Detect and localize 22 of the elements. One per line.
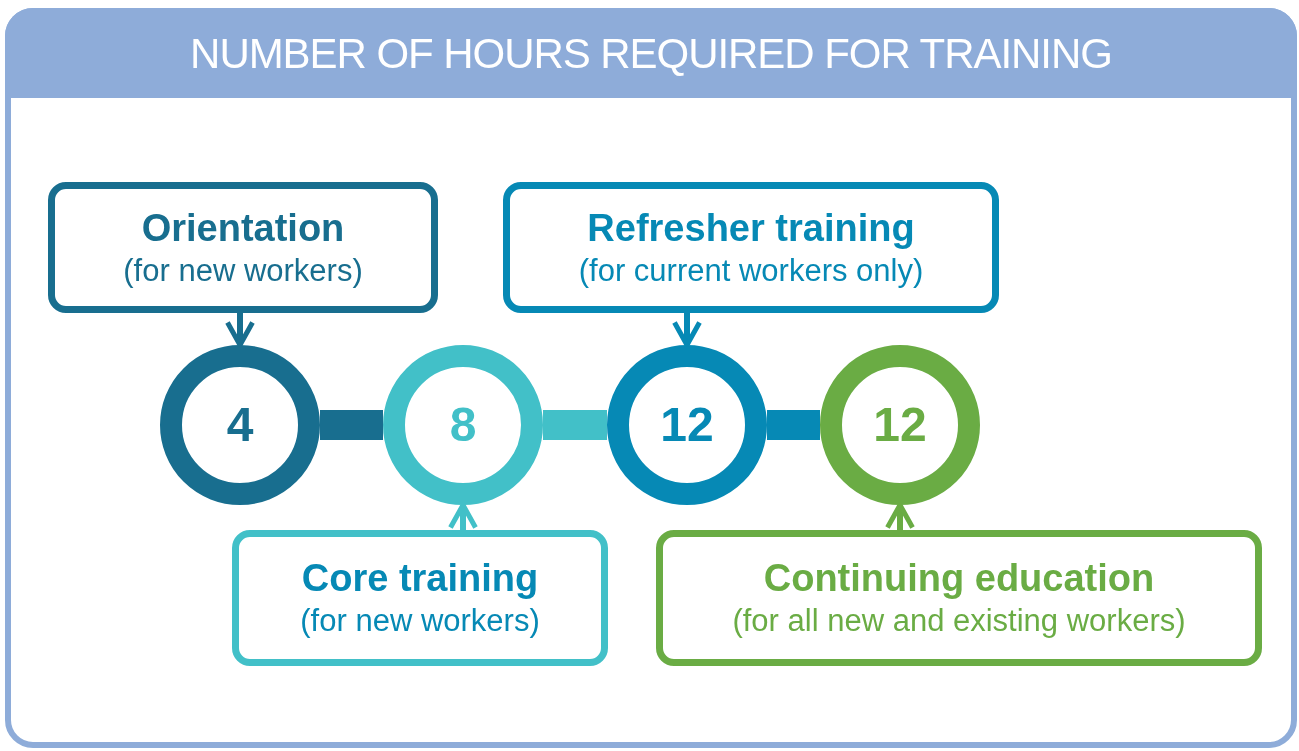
connector-bridge — [320, 410, 383, 440]
callout-box — [232, 530, 608, 666]
hours-number: 12 — [873, 397, 927, 453]
hours-number: 12 — [660, 397, 714, 453]
callout-pointer — [225, 313, 255, 348]
hours-number: 8 — [449, 397, 477, 453]
training-name: Core training — [301, 556, 539, 601]
connector-bridge — [543, 410, 607, 440]
callout-box — [503, 182, 999, 313]
audience-note: (for new workers) — [123, 251, 363, 290]
callout-box — [656, 530, 1262, 666]
training-name: Orientation — [141, 205, 345, 251]
callout-box — [48, 182, 438, 313]
audience-note: (for new workers) — [300, 602, 540, 640]
audience-note: (for current workers only) — [578, 251, 924, 290]
title: NUMBER OF HOURS REQUIRED FOR TRAINING — [190, 28, 1112, 79]
training-name: Refresher training — [587, 205, 915, 251]
hours-number: 4 — [226, 397, 254, 453]
connector-bridge — [767, 410, 820, 440]
callout-pointer — [672, 313, 702, 348]
audience-note: (for all new and existing workers) — [732, 602, 1186, 640]
training-name: Continuing education — [763, 556, 1155, 601]
